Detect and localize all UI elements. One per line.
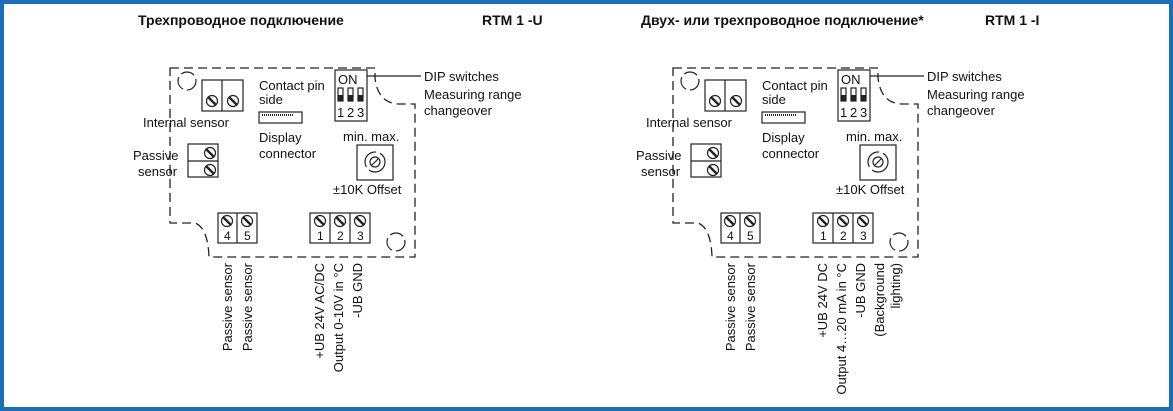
mounting-hole — [889, 232, 909, 252]
display-connector — [258, 111, 303, 124]
screw-slot — [708, 148, 718, 158]
passive-sensor-label: Passive — [133, 148, 179, 163]
screw-slot — [315, 216, 325, 226]
screw-slot — [222, 216, 232, 226]
display-connector-label: connector — [259, 146, 317, 161]
wire-label: Output 0-10V in °C — [331, 263, 346, 372]
display-connector — [761, 111, 806, 124]
screw-slot — [745, 216, 755, 226]
measuring-range-label: Measuring range — [424, 87, 522, 102]
screw-slot — [205, 165, 215, 175]
potentiometer-dial — [364, 151, 386, 173]
wire-label: Passive sensor — [723, 262, 738, 351]
screw-slot — [710, 96, 720, 106]
contact-pin-label: side — [762, 92, 786, 107]
terminal-number: 1 — [317, 229, 324, 243]
wire-label: Output 4…20 mA in °C — [834, 263, 849, 395]
wire-label: Passive sensor — [240, 262, 255, 351]
dip-number: 1 — [840, 105, 847, 120]
internal-sensor-label: Internal sensor — [143, 115, 230, 130]
passive-sensor-label: sensor — [641, 164, 681, 179]
wire-label: (Background — [872, 263, 887, 337]
panel-title: Трехпроводное подключение — [138, 12, 344, 28]
passive-sensor-label: sensor — [138, 164, 178, 179]
panel-rtm1-u: Трехпроводное подключение RTM 1 -U Interna… — [133, 12, 543, 372]
contact-pin-label: Contact pin — [259, 78, 325, 93]
measuring-range-label: changeover — [424, 103, 493, 118]
screw-slot — [355, 216, 365, 226]
wire-label: -UB GND — [853, 263, 868, 318]
terminal-number: 4 — [727, 229, 734, 243]
dip-number: 3 — [860, 105, 867, 120]
dip-on-label: ON — [841, 72, 861, 87]
screw-slot — [731, 96, 741, 106]
screw-slot — [242, 216, 252, 226]
dip-switch-lever — [841, 95, 846, 101]
screw-slot — [205, 148, 215, 158]
offset-label: ±10K Offset — [836, 182, 905, 197]
display-connector-label: connector — [762, 146, 820, 161]
dip-switch-lever — [851, 95, 856, 101]
dip-number: 2 — [850, 105, 857, 120]
screw-slot — [838, 216, 848, 226]
dip-number: 1 — [337, 105, 344, 120]
potentiometer-dial — [867, 151, 889, 173]
terminal-number: 1 — [820, 229, 827, 243]
passive-sensor-label: Passive — [636, 148, 682, 163]
screw-slot — [725, 216, 735, 226]
screw-slot — [858, 216, 868, 226]
internal-sensor-label: Internal sensor — [646, 115, 733, 130]
wire-label: Passive sensor — [220, 262, 235, 351]
terminal-number: 5 — [244, 229, 251, 243]
screw-slot — [335, 216, 345, 226]
offset-label: ±10K Offset — [333, 182, 402, 197]
min-max-label: min. max. — [846, 129, 902, 144]
housing-outline — [672, 67, 919, 258]
measuring-range-label: Measuring range — [927, 87, 1025, 102]
dip-switch-lever — [861, 95, 866, 101]
terminal-number: 3 — [357, 229, 364, 243]
min-max-label: min. max. — [343, 129, 399, 144]
wire-label: +UB 24V AC/DC — [312, 263, 327, 359]
wire-label: Passive sensor — [743, 262, 758, 351]
dip-number: 2 — [347, 105, 354, 120]
dip-switch-lever — [348, 95, 353, 101]
measuring-range-label: changeover — [927, 103, 996, 118]
wire-label: -UB GND — [350, 263, 365, 318]
screw-slot — [207, 96, 217, 106]
model-label: RTM 1 -I — [985, 12, 1039, 28]
housing-outline — [169, 67, 416, 258]
display-connector-label: Display — [259, 130, 302, 145]
mounting-hole — [386, 232, 406, 252]
display-connector-label: Display — [762, 130, 805, 145]
dip-switches-label: DIP switches — [424, 69, 499, 84]
wire-label: +UB 24V DC — [815, 263, 830, 338]
terminal-number: 5 — [747, 229, 754, 243]
terminal-number: 4 — [224, 229, 231, 243]
terminal-number: 2 — [840, 229, 847, 243]
model-label: RTM 1 -U — [482, 12, 543, 28]
contact-pin-label: Contact pin — [762, 78, 828, 93]
terminal-number: 3 — [860, 229, 867, 243]
dip-number: 3 — [357, 105, 364, 120]
contact-pin-label: side — [259, 92, 283, 107]
dip-switch-lever — [358, 95, 363, 101]
mounting-hole — [680, 71, 700, 91]
screw-slot — [818, 216, 828, 226]
panel-title: Двух- или трехпроводное подключение* — [641, 12, 924, 28]
panel-rtm1-i: Двух- или трехпроводное подключение* RTM … — [636, 12, 1039, 395]
screw-slot — [228, 96, 238, 106]
terminal-number: 2 — [337, 229, 344, 243]
mounting-hole — [177, 71, 197, 91]
dip-switches-label: DIP switches — [927, 69, 1002, 84]
dip-on-label: ON — [338, 72, 358, 87]
dip-switch-lever — [338, 95, 343, 101]
wire-label: lighting) — [888, 263, 903, 309]
screw-slot — [708, 165, 718, 175]
